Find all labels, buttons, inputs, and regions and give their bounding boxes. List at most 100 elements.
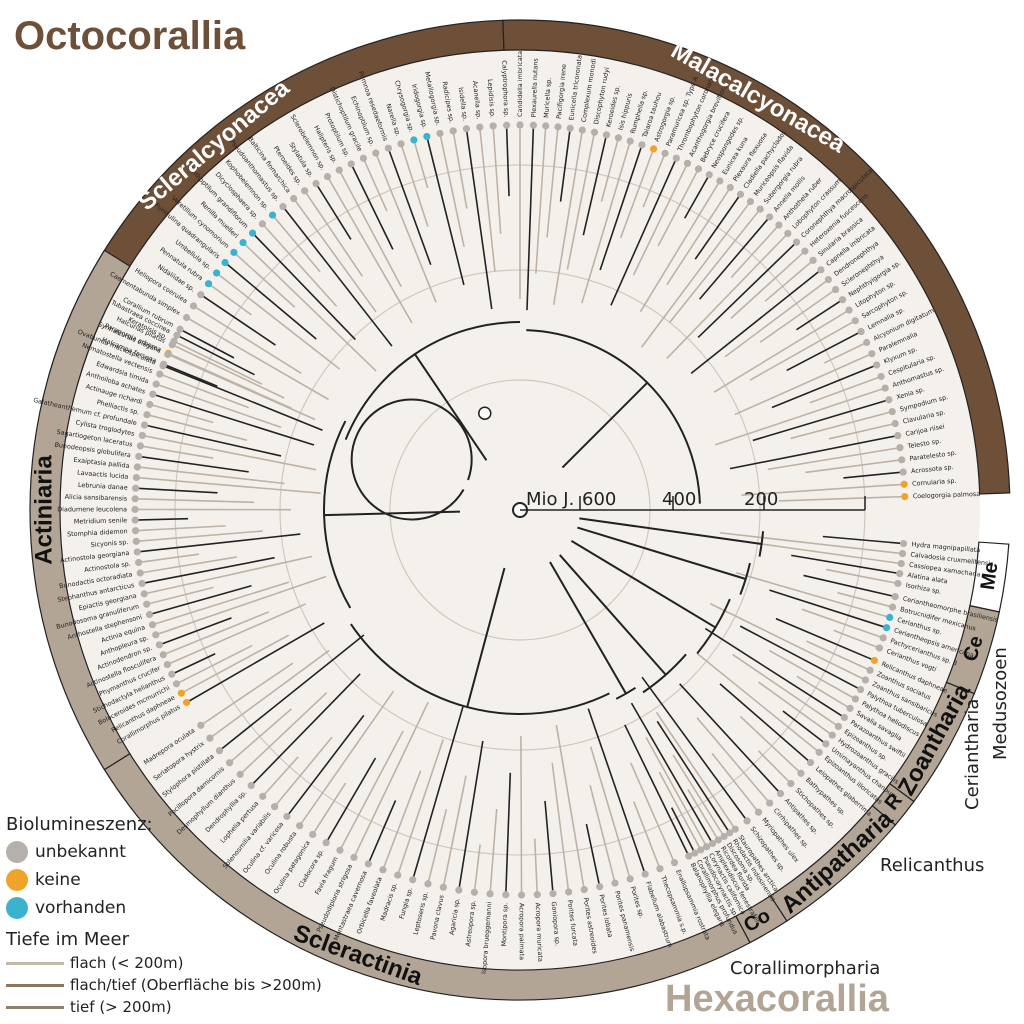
branch <box>137 533 301 553</box>
tip-dot <box>716 177 724 185</box>
time-axis-label: Mio J. <box>526 489 574 510</box>
tip-dot <box>516 121 524 129</box>
branch <box>719 683 812 764</box>
branch <box>504 772 512 895</box>
tip-dot <box>149 390 157 398</box>
taxon-label: Muricella sp. <box>542 77 553 118</box>
tip-dot <box>846 704 854 712</box>
tip-dot <box>590 128 599 136</box>
tip-dot <box>877 372 885 381</box>
tip-dot <box>182 313 191 322</box>
clade-stem <box>549 561 627 695</box>
taxon-label: Alicia sansibarensis <box>65 493 128 503</box>
branch <box>757 681 833 736</box>
tip-dot <box>138 431 146 440</box>
branch <box>782 710 827 745</box>
branch <box>535 125 547 274</box>
tip-dot <box>259 792 267 800</box>
branch <box>282 206 393 347</box>
branch <box>353 701 429 858</box>
tip-dot <box>705 171 713 179</box>
tip-dot <box>888 603 897 611</box>
tip-dot <box>197 291 205 299</box>
tip-dot <box>901 492 909 501</box>
branch <box>146 413 247 441</box>
tip-dot <box>145 610 154 619</box>
branch <box>152 393 315 446</box>
tip-dot <box>868 350 876 358</box>
branch <box>696 717 771 804</box>
branch <box>413 139 429 189</box>
tree-branches <box>134 125 905 896</box>
legend-present-label: vorhanden <box>35 898 127 918</box>
depth-legend-title: Tiefe im Meer <box>6 929 129 950</box>
branch <box>224 261 317 340</box>
branch <box>755 542 902 565</box>
tip-dot <box>131 505 139 514</box>
tip-dot <box>817 266 825 274</box>
branch <box>633 801 661 869</box>
tip-dot <box>815 748 823 756</box>
tip-dot <box>323 172 332 181</box>
branch <box>144 424 282 457</box>
tip-dot <box>533 891 541 899</box>
branch <box>729 434 898 470</box>
clade-label: Me <box>977 561 1003 592</box>
branch <box>426 136 465 286</box>
tip-dot <box>897 559 905 568</box>
tip-dot <box>851 695 860 703</box>
branch <box>375 152 437 303</box>
branch <box>141 556 275 585</box>
branch <box>339 730 404 851</box>
taxon-label: Calyptrophora sp. <box>500 60 510 117</box>
branch <box>630 702 714 844</box>
tip-dot <box>133 463 142 471</box>
tip-dot <box>542 122 550 130</box>
branch <box>492 125 502 234</box>
tip-dot <box>160 360 168 368</box>
branch <box>442 775 467 888</box>
tip-dot <box>801 247 809 255</box>
tip-dot <box>168 670 176 678</box>
tip-dot <box>875 644 884 652</box>
branch <box>704 627 845 719</box>
branch <box>694 193 742 260</box>
tip-dot <box>296 822 304 830</box>
mixed-line-icon <box>6 983 64 987</box>
legend-shallow-label: flach (< 200m) <box>70 954 184 972</box>
branch <box>167 603 307 666</box>
tip-dot <box>173 331 181 339</box>
clade-stem <box>577 526 746 580</box>
tip-dot <box>900 480 908 488</box>
tip-dot <box>888 407 896 416</box>
ceriantharia-label: Ceriantharia <box>962 698 983 810</box>
tip-dot <box>455 886 463 894</box>
tip-dot <box>697 846 705 854</box>
branch <box>713 309 850 393</box>
branch <box>140 556 237 574</box>
branch <box>218 634 365 752</box>
branch <box>155 383 282 429</box>
tip-dot <box>720 832 728 841</box>
branch <box>163 363 218 387</box>
taxon-label: Cornularia sp. <box>912 477 957 488</box>
tip-dot <box>694 165 703 173</box>
taxon-label: Acropora muricata <box>534 902 545 962</box>
tip-dot <box>152 380 160 388</box>
tip-dot <box>861 676 870 684</box>
branch <box>350 163 394 250</box>
branch <box>271 214 321 273</box>
branch <box>546 126 559 238</box>
tip-dot <box>225 759 234 767</box>
tip-dot <box>148 621 157 629</box>
tip-dot <box>131 516 139 524</box>
time-tick-label: 200 <box>744 489 778 510</box>
branch <box>262 756 299 797</box>
branch <box>489 809 498 894</box>
branch <box>690 269 822 375</box>
branch <box>759 288 837 343</box>
tip-dot <box>143 600 151 608</box>
tip-dot <box>656 865 664 873</box>
tip-dot <box>891 593 899 601</box>
clade-stem <box>570 540 716 629</box>
